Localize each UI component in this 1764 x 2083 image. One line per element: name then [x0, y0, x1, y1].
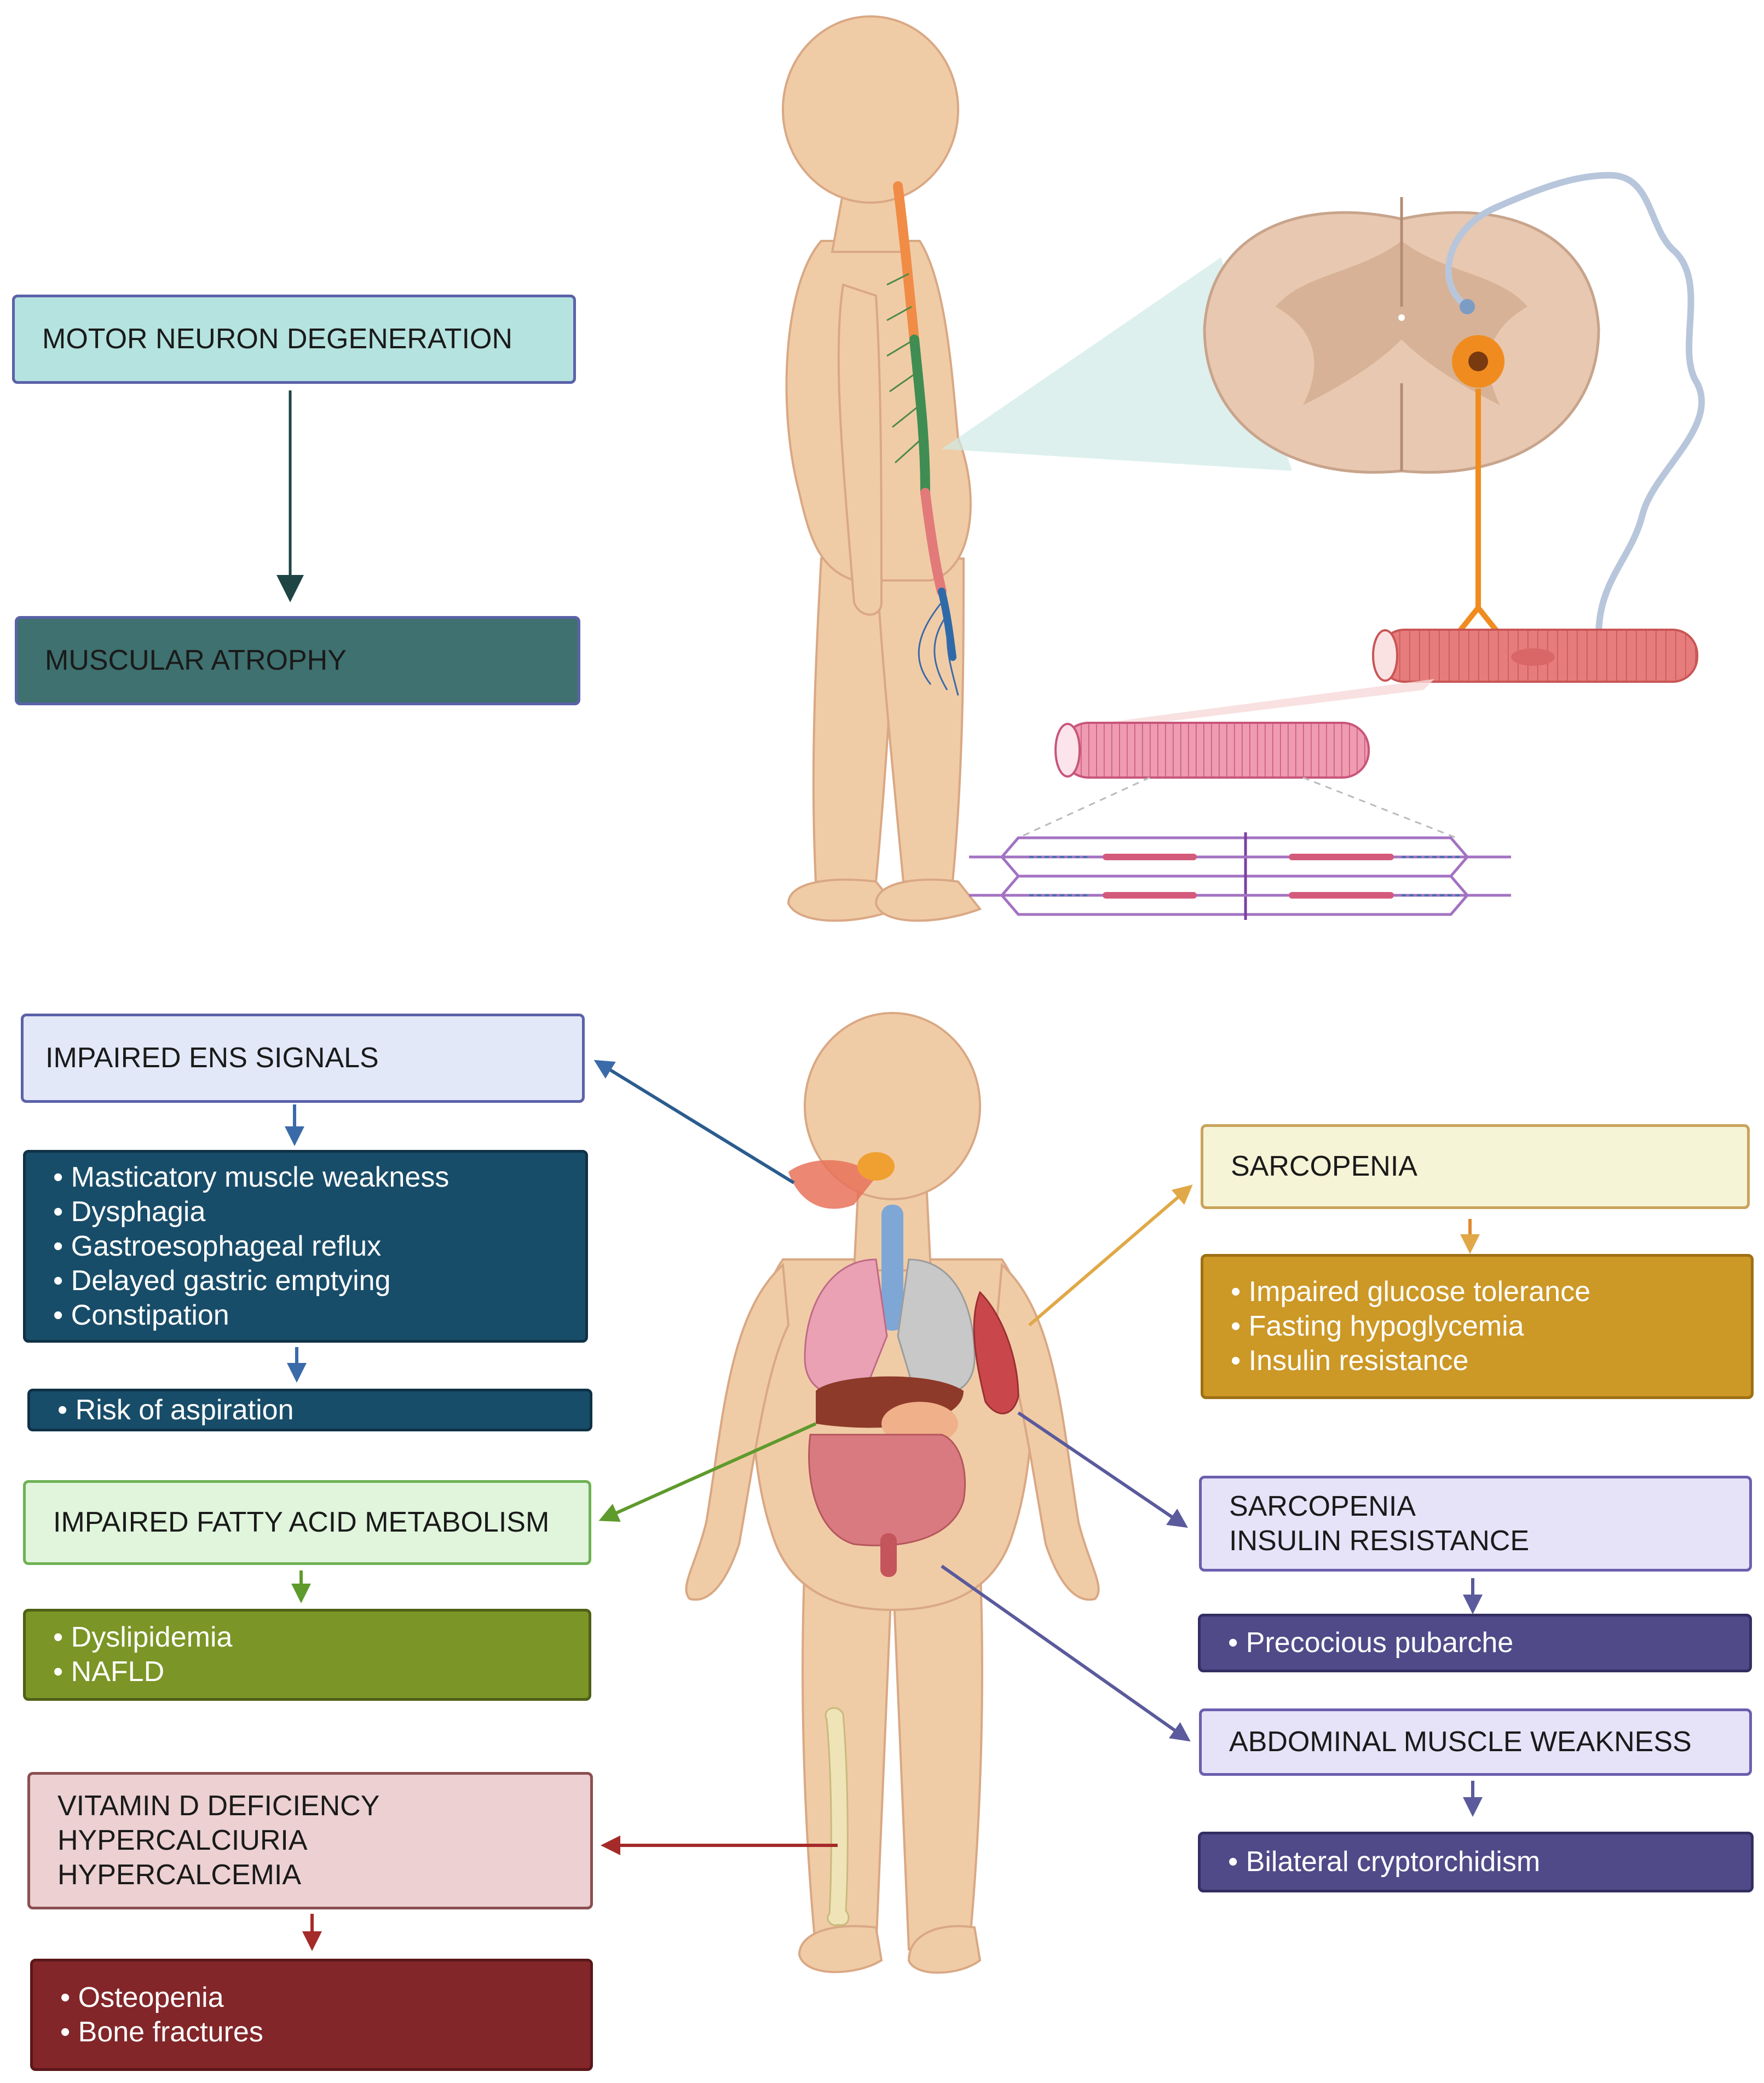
ens-symptoms-box: Masticatory muscle weakness Dysphagia Ga… [23, 1150, 588, 1343]
zoom-cone [942, 257, 1292, 471]
arrow-abdomen-to-abdominal [941, 1564, 1191, 1742]
risk-of-aspiration-box: Risk of aspiration [27, 1389, 592, 1431]
motor-neuron-degeneration-box: MOTOR NEURON DEGENERATION [12, 295, 576, 384]
impaired-ens-signals-title: IMPAIRED ENS SIGNALS [45, 1042, 379, 1074]
precocious-pubarche-item: Precocious pubarche [1228, 1626, 1716, 1660]
fatty-acid-consequences-list: Dyslipidemia NAFLD [53, 1620, 556, 1689]
ens-symptom-item: Constipation [53, 1298, 552, 1333]
glucose-consequence-item: Fasting hypoglycemia [1231, 1309, 1718, 1344]
bone-consequence-item: Bone fractures [60, 2015, 557, 2050]
organs-illustration [788, 1152, 1019, 1926]
precocious-pubarche-box: Precocious pubarche [1198, 1614, 1752, 1672]
sarcopenia-title: SARCOPENIA [1231, 1150, 1417, 1182]
spinal-cord-illustration [886, 181, 959, 696]
abdominal-muscle-weakness-box: ABDOMINAL MUSCLE WEAKNESS [1199, 1708, 1752, 1776]
risk-of-aspiration-item: Risk of aspiration [57, 1393, 557, 1428]
fatty-acid-consequence-item: Dyslipidemia [53, 1620, 556, 1655]
bone-consequence-item: Osteopenia [60, 1981, 557, 2015]
ens-symptom-item: Gastroesophageal reflux [53, 1229, 552, 1264]
sarcopenia-box: SARCOPENIA [1201, 1124, 1750, 1209]
insulin-resistance-line: INSULIN RESISTANCE [1229, 1524, 1530, 1557]
vitamin-d-deficiency-line: VITAMIN D DEFICIENCY [57, 1790, 380, 1822]
bilateral-cryptorchidism-item: Bilateral cryptorchidism [1228, 1845, 1718, 1879]
sarcopenia-insulin-resistance-box: SARCOPENIA INSULIN RESISTANCE [1199, 1476, 1752, 1572]
muscle-fiber-illustration [969, 629, 1698, 920]
fatty-acid-consequences-box: Dyslipidemia NAFLD [23, 1609, 591, 1701]
cryptorchidism-list: Bilateral cryptorchidism [1228, 1845, 1718, 1879]
glucose-consequence-item: Insulin resistance [1231, 1344, 1718, 1378]
glucose-consequence-item: Impaired glucose tolerance [1231, 1275, 1718, 1309]
impaired-fatty-acid-metabolism-box: IMPAIRED FATTY ACID METABOLISM [23, 1480, 591, 1565]
arrow-mouth-to-ens [593, 1060, 795, 1184]
arrow-liver-to-fatty [598, 1422, 817, 1522]
ens-symptom-item: Masticatory muscle weakness [53, 1160, 552, 1195]
pubarche-list: Precocious pubarche [1228, 1626, 1716, 1660]
sarcopenia-line: SARCOPENIA [1229, 1490, 1416, 1522]
ens-symptom-item: Dysphagia [53, 1195, 552, 1229]
ens-symptom-item: Delayed gastric emptying [53, 1264, 552, 1298]
hypercalciuria-line: HYPERCALCIURIA [57, 1825, 308, 1856]
glucose-consequences-list: Impaired glucose tolerance Fasting hypog… [1231, 1275, 1718, 1378]
bone-consequences-box: Osteopenia Bone fractures [30, 1959, 593, 2071]
child-side-view [782, 15, 982, 922]
vitamin-d-box: VITAMIN D DEFICIENCY HYPERCALCIURIA HYPE… [27, 1772, 593, 1909]
glucose-consequences-box: Impaired glucose tolerance Fasting hypog… [1201, 1254, 1754, 1399]
bone-consequences-list: Osteopenia Bone fractures [60, 1981, 557, 2050]
aspiration-list: Risk of aspiration [57, 1393, 557, 1428]
ens-symptoms-list: Masticatory muscle weakness Dysphagia Ga… [53, 1160, 552, 1333]
arrow-muscle-to-sarc-insulin [1017, 1411, 1188, 1528]
impaired-fatty-acid-metabolism-title: IMPAIRED FATTY ACID METABOLISM [53, 1506, 550, 1538]
motor-neuron-degeneration-label: MOTOR NEURON DEGENERATION [42, 323, 513, 355]
spinal-cross-section [1203, 171, 1705, 638]
impaired-ens-signals-box: IMPAIRED ENS SIGNALS [21, 1014, 585, 1103]
abdominal-muscle-weakness-title: ABDOMINAL MUSCLE WEAKNESS [1229, 1726, 1692, 1758]
muscular-atrophy-label: MUSCULAR ATROPHY [45, 645, 347, 676]
hypercalcemia-line: HYPERCALCEMIA [57, 1859, 301, 1891]
muscular-atrophy-box: MUSCULAR ATROPHY [15, 616, 580, 705]
arrow-muscle-to-sarc [1028, 1184, 1193, 1327]
cryptorchidism-box: Bilateral cryptorchidism [1198, 1832, 1754, 1892]
fatty-acid-consequence-item: NAFLD [53, 1655, 556, 1689]
